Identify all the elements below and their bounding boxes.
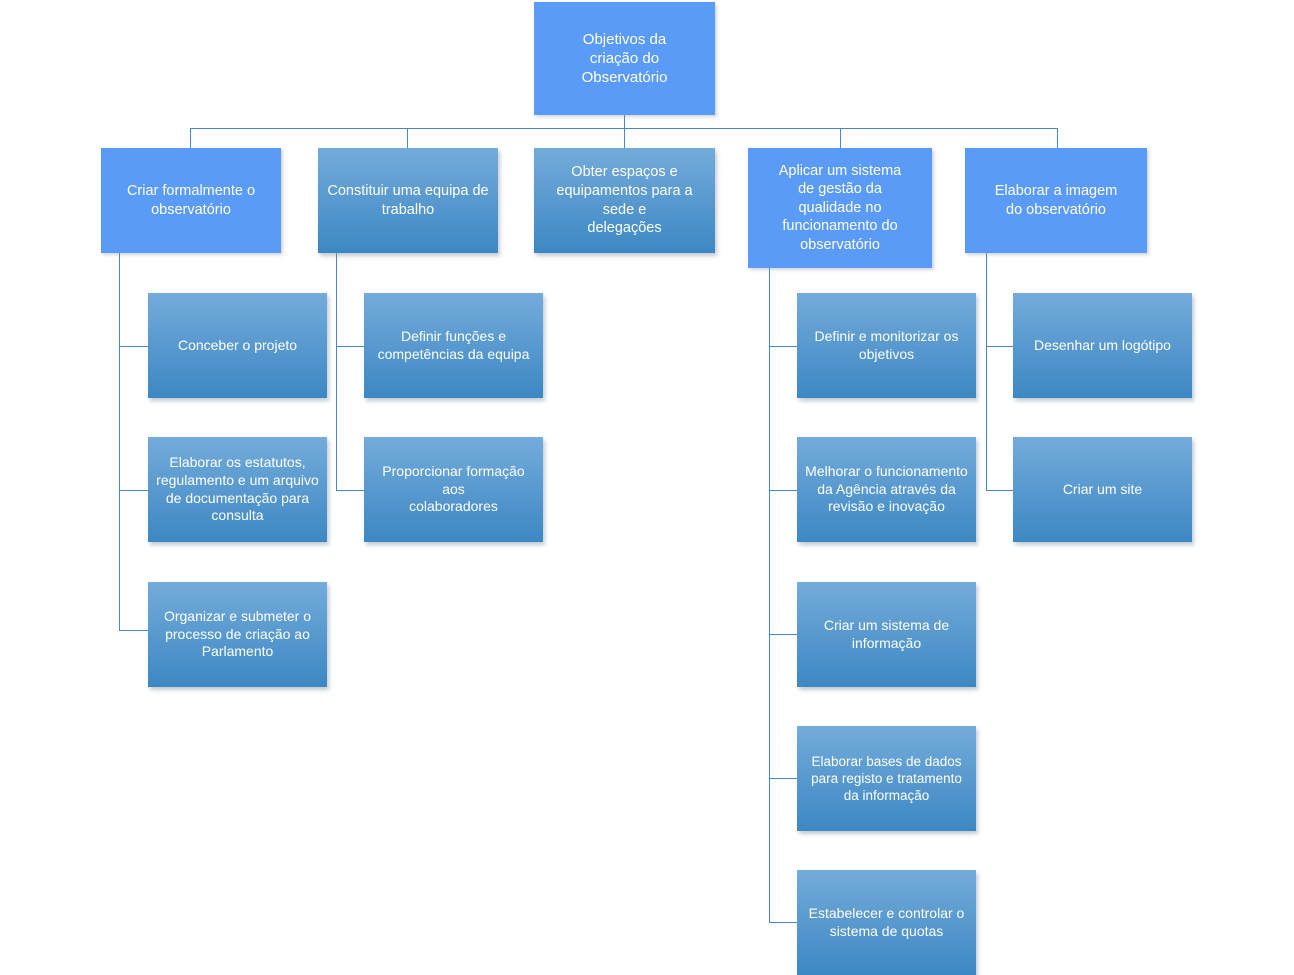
connector-drop-branch-5 <box>1057 128 1058 148</box>
connector-stub-1-2 <box>119 490 148 491</box>
node-branch-4-child-5-label: Estabelecer e controlar o sistema de quo… <box>808 904 965 939</box>
node-branch-3[interactable]: Obter espaços e equipamentos para a sede… <box>534 148 715 253</box>
node-branch-1-child-1[interactable]: Conceber o projeto <box>148 293 327 398</box>
node-branch-1[interactable]: Criar formalmente o observatório <box>101 148 281 253</box>
connector-stub-5-1 <box>986 346 1014 347</box>
node-branch-5-label: Elaborar a imagem do observatório <box>994 182 1118 218</box>
node-branch-4-child-3[interactable]: Criar um sistema de informação <box>797 582 976 687</box>
node-branch-4-child-4-label: Elaborar bases de dados para registo e t… <box>811 753 962 804</box>
connector-stub-5-2 <box>986 490 1014 491</box>
node-branch-2-child-1[interactable]: Definir funções e competências da equipa <box>364 293 543 398</box>
node-branch-1-child-1-label: Conceber o projeto <box>177 336 298 353</box>
node-root[interactable]: Objetivos da criação do Observatório <box>534 2 715 115</box>
node-branch-4-child-5[interactable]: Estabelecer e controlar o sistema de quo… <box>797 870 976 975</box>
node-branch-2-label: Constituir uma equipa de trabalho <box>327 182 489 218</box>
node-branch-5[interactable]: Elaborar a imagem do observatório <box>965 148 1147 253</box>
node-branch-3-label: Obter espaços e equipamentos para a sede… <box>556 164 693 237</box>
node-branch-2-child-1-label: Definir funções e competências da equipa <box>377 327 530 362</box>
connector-stub-1-1 <box>119 346 148 347</box>
node-branch-1-child-3-label: Organizar e submeter o processo de criaç… <box>163 607 312 660</box>
node-branch-4-label: Aplicar um sistema de gestão da qualidad… <box>778 162 902 253</box>
connector-drop-branch-2 <box>407 128 408 148</box>
node-root-label: Objetivos da criação do Observatório <box>581 30 668 87</box>
node-branch-1-child-2[interactable]: Elaborar os estatutos, regulamento e um … <box>148 437 327 542</box>
node-branch-4-child-3-label: Criar um sistema de informação <box>823 616 950 651</box>
connector-stub-2-2 <box>336 490 364 491</box>
node-branch-2-child-2[interactable]: Proporcionar formação aos colaboradores <box>364 437 543 542</box>
node-branch-1-child-2-label: Elaborar os estatutos, regulamento e um … <box>156 453 319 524</box>
connector-stub-4-5 <box>769 922 797 923</box>
connector-spine-branch-5 <box>986 253 987 490</box>
node-branch-5-child-2-label: Criar um site <box>1062 480 1143 497</box>
node-branch-2-child-2-label: Proporcionar formação aos colaboradores <box>382 462 525 515</box>
connector-stub-4-2 <box>769 490 797 491</box>
connector-drop-branch-1 <box>190 128 191 148</box>
node-branch-5-child-1[interactable]: Desenhar um logótipo <box>1013 293 1192 398</box>
node-branch-4-child-2-label: Melhorar o funcionamento da Agência atra… <box>805 462 968 515</box>
connector-drop-branch-3 <box>624 128 625 148</box>
connector-stub-2-1 <box>336 346 364 347</box>
node-branch-4-child-1-label: Definir e monitorizar os objetivos <box>814 327 959 362</box>
connector-spine-branch-4 <box>769 268 770 923</box>
connector-spine-branch-2 <box>336 253 337 490</box>
connector-drop-branch-4 <box>840 128 841 148</box>
node-branch-4-child-4[interactable]: Elaborar bases de dados para registo e t… <box>797 726 976 831</box>
node-branch-5-child-1-label: Desenhar um logótipo <box>1034 336 1171 353</box>
connector-stub-4-3 <box>769 634 797 635</box>
node-branch-4-child-2[interactable]: Melhorar o funcionamento da Agência atra… <box>797 437 976 542</box>
node-branch-2[interactable]: Constituir uma equipa de trabalho <box>318 148 498 253</box>
node-branch-1-child-3[interactable]: Organizar e submeter o processo de criaç… <box>148 582 327 687</box>
node-branch-5-child-2[interactable]: Criar um site <box>1013 437 1192 542</box>
connector-stub-1-3 <box>119 630 148 631</box>
node-branch-4[interactable]: Aplicar um sistema de gestão da qualidad… <box>748 148 932 268</box>
node-branch-1-label: Criar formalmente o observatório <box>126 182 256 218</box>
connector-stub-4-4 <box>769 778 797 779</box>
node-branch-4-child-1[interactable]: Definir e monitorizar os objetivos <box>797 293 976 398</box>
connector-spine-branch-1 <box>119 253 120 630</box>
connector-stub-4-1 <box>769 346 797 347</box>
connector-root-stem <box>624 115 625 129</box>
